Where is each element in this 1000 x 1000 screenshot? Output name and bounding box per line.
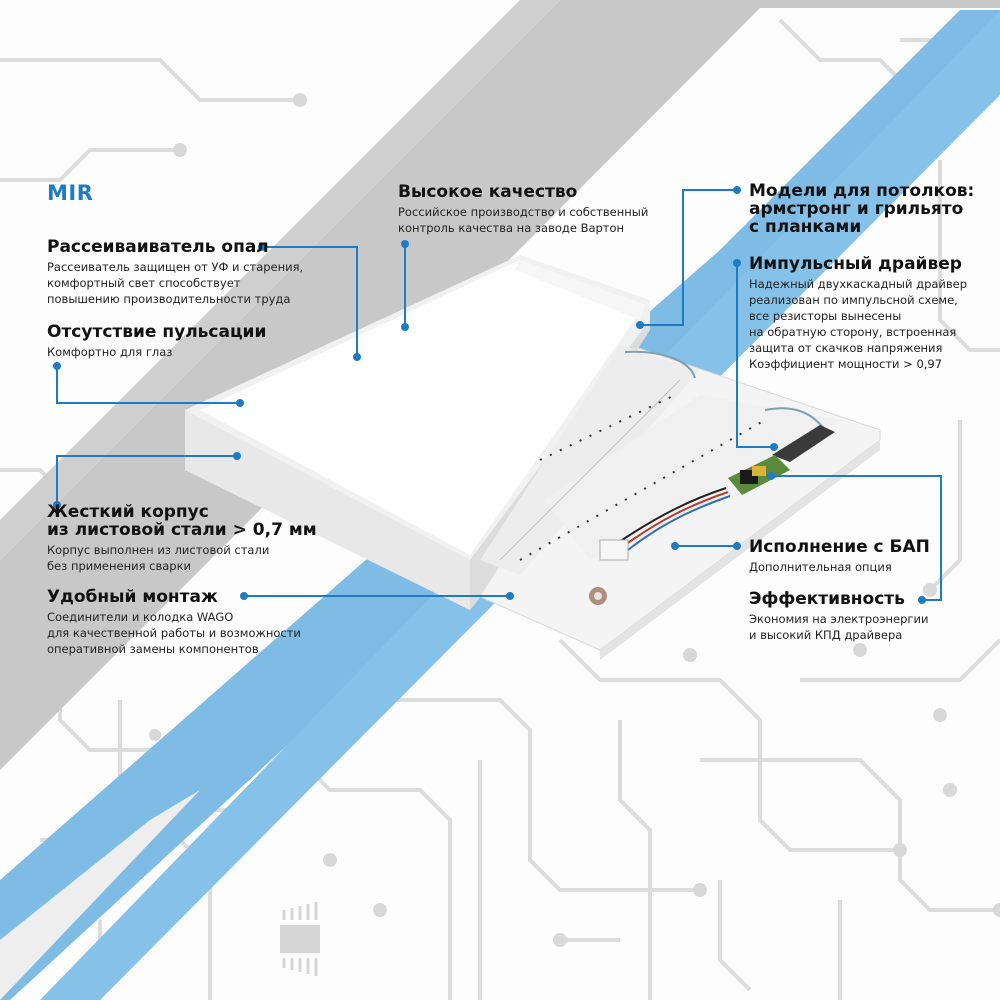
feature-title-line: армстронг и грильято	[749, 199, 964, 219]
luminaire-image	[185, 255, 881, 660]
feature-ceilings: Модели для потолков: армстронг и грильят…	[749, 182, 974, 236]
feature-efficiency: Эффективность Экономия на электроэнергии…	[749, 590, 928, 643]
feature-description: Российское производство и собственный ко…	[398, 205, 649, 235]
feature-description: Рассеиватель защищен от УФ и старения, к…	[47, 260, 304, 306]
feature-description: Дополнительная опция	[749, 560, 892, 574]
callout-dots	[53, 186, 926, 604]
feature-title: Исполнение с БАП	[749, 537, 930, 557]
feature-title-line: Модели для потолков:	[749, 181, 975, 201]
feature-title: Отсутствие пульсации	[47, 322, 267, 342]
feature-description: Экономия на электроэнергии и высокий КПД…	[749, 612, 929, 642]
feature-mount: Удобный монтаж Соединители и колодка WAG…	[47, 588, 301, 657]
feature-title-line: Жесткий корпус	[47, 502, 209, 522]
feature-description: Комфортно для глаз	[47, 345, 173, 359]
feature-opal: Рассеиваиватель опал Рассеиватель защище…	[47, 238, 303, 307]
feature-title-line: из листовой стали > 0,7 мм	[47, 520, 317, 540]
chip-icon	[280, 902, 320, 976]
callout-lines	[56, 189, 942, 601]
feature-title: Эффективность	[749, 589, 905, 609]
feature-title: Высокое качество	[398, 182, 578, 202]
gray-stripe	[0, 0, 1000, 770]
feature-description: Соединители и колодка WAGO для качествен…	[47, 610, 301, 656]
feature-pulsation: Отсутствие пульсации Комфортно для глаз	[47, 323, 266, 360]
feature-description: Корпус выполнен из листовой стали без пр…	[47, 543, 270, 573]
feature-title: Удобный монтаж	[47, 587, 218, 607]
feature-description: Надежный двухкаскадный драйвер реализова…	[749, 277, 968, 371]
brand-name: MIR	[47, 181, 94, 205]
feature-title: Импульсный драйвер	[749, 254, 962, 274]
feature-quality: Высокое качество Российское производство…	[398, 183, 648, 236]
feature-driver: Импульсный драйвер Надежный двухкаскадны…	[749, 255, 967, 372]
feature-title-line: с планками	[749, 217, 862, 237]
feature-body: Жесткий корпус из листовой стали > 0,7 м…	[47, 503, 317, 574]
feature-bap: Исполнение с БАП Дополнительная опция	[749, 538, 930, 575]
feature-title: Рассеиваиватель опал	[47, 237, 269, 257]
